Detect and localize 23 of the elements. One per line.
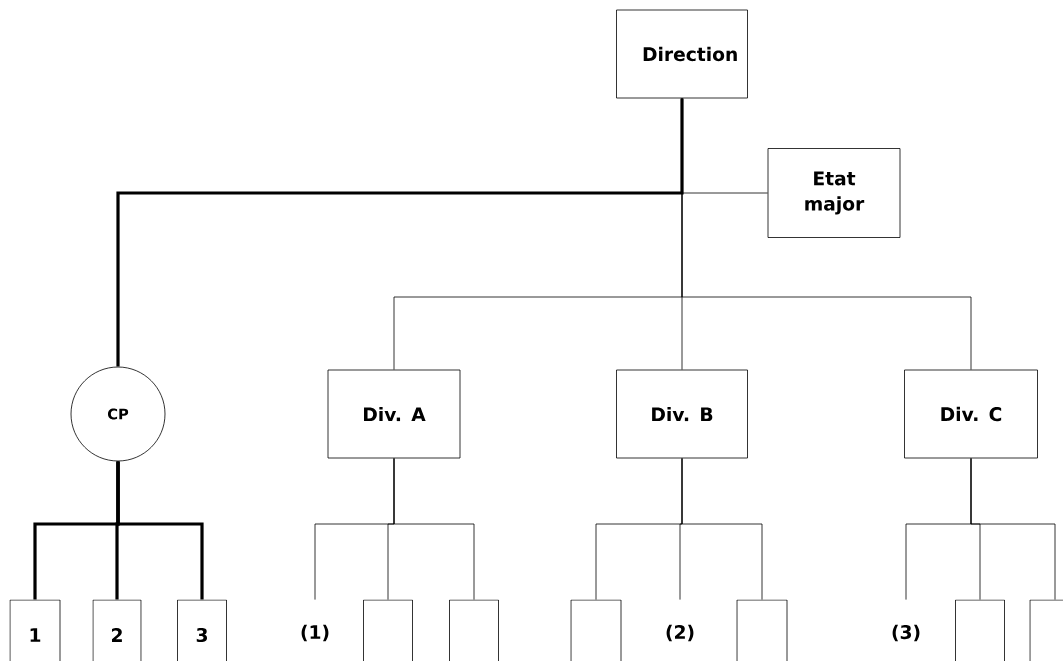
text-label: (3) (892, 624, 920, 642)
empty-box (1029, 599, 1063, 661)
connector-line (116, 98, 684, 367)
empty-box (449, 599, 499, 661)
text-label: (1) (301, 624, 329, 642)
connector-line (116, 461, 204, 600)
org-box: 2 (92, 599, 142, 661)
org-box: Div. B (616, 369, 748, 459)
circle-node: CP (70, 366, 166, 462)
text-label: (2) (666, 624, 694, 642)
org-box: Direction (616, 9, 748, 99)
connector-line (393, 458, 475, 600)
org-box: 1 (9, 599, 61, 661)
org-box: Div. A (327, 369, 461, 459)
empty-box (736, 599, 788, 661)
empty-box (570, 599, 622, 661)
empty-box (955, 599, 1005, 661)
org-box: Etat major (767, 148, 901, 238)
org-box: Div. C (904, 369, 1038, 459)
empty-box (363, 599, 413, 661)
org-box: 3 (177, 599, 227, 661)
connector-line (681, 458, 763, 600)
connector-line (970, 458, 1056, 600)
